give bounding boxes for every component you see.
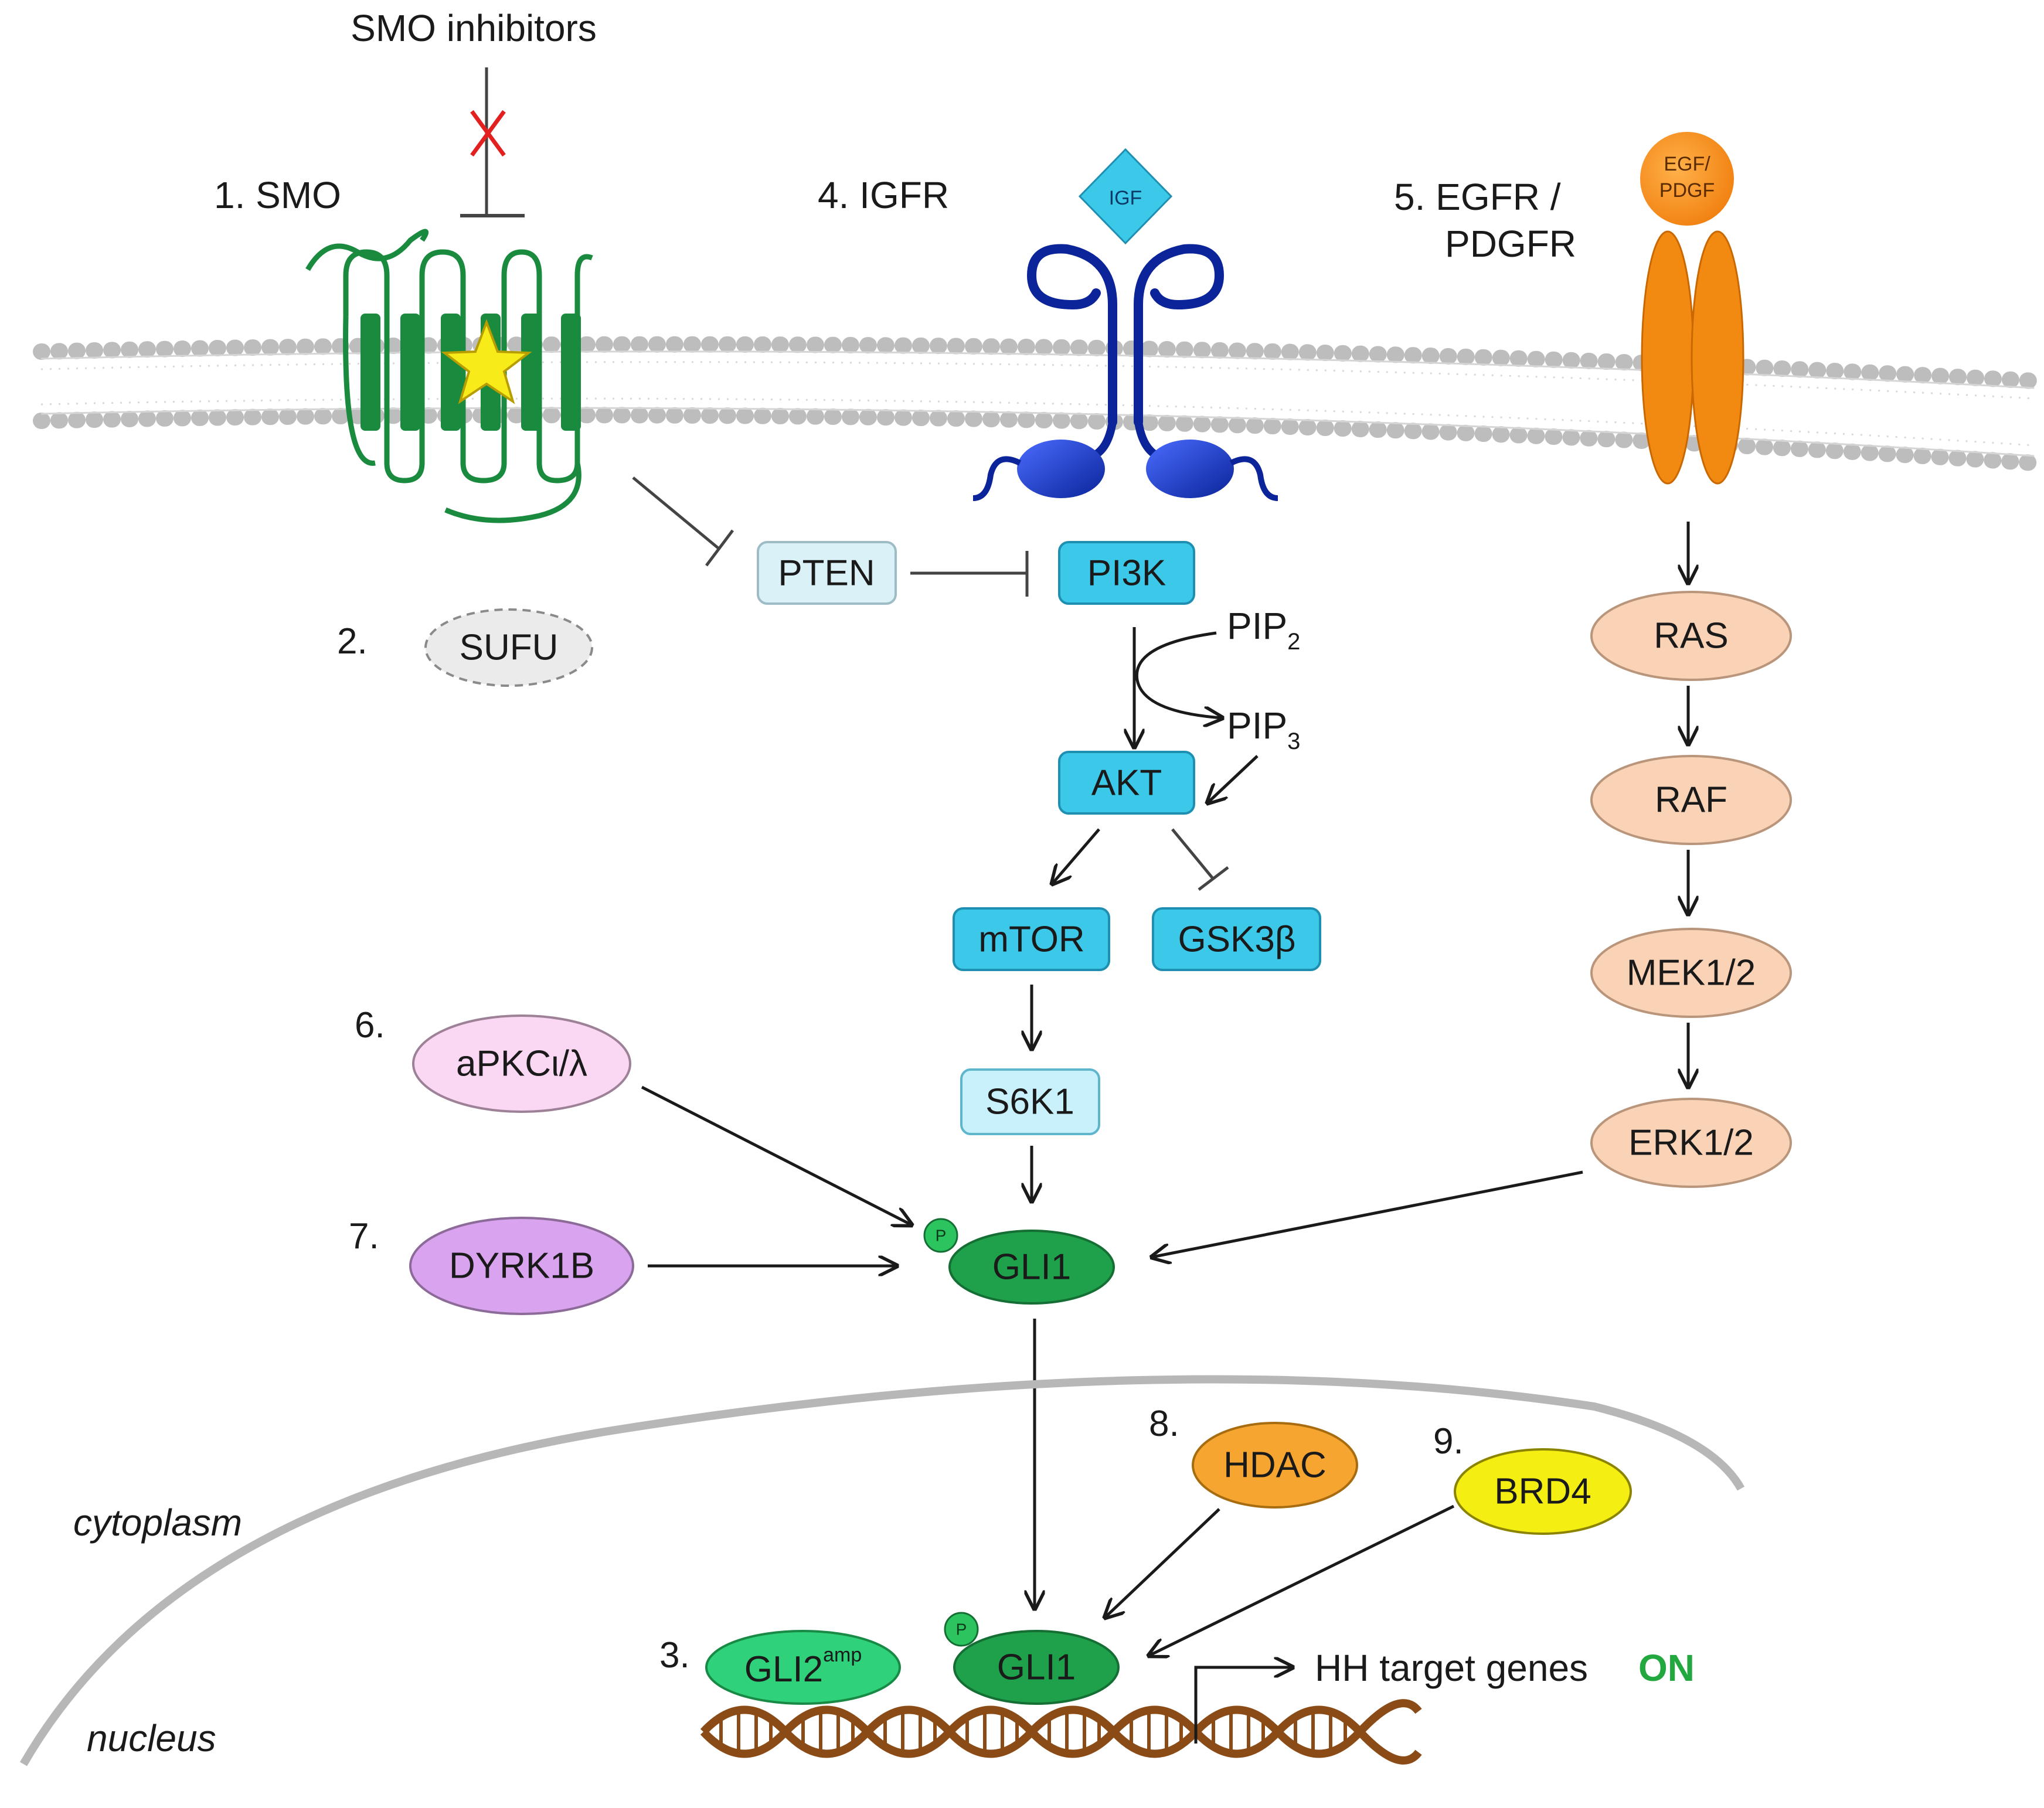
pip3-label: PIP3: [1227, 704, 1300, 754]
igfr-receptor-icon: [972, 244, 1278, 501]
pi3k-node: PI3K: [1058, 541, 1195, 605]
gli2-node: GLI2amp: [705, 1630, 901, 1705]
sufu-node: SUFU: [424, 608, 593, 687]
gli2-label: GLI2amp: [744, 1644, 862, 1690]
transcription-start-arrow: [1194, 1667, 1293, 1744]
pip-conversion: PIP2 PIP3: [1134, 605, 1300, 803]
apkc-to-gli1-arrow: [641, 1085, 912, 1225]
egf-label-2: PDGF: [1659, 179, 1715, 202]
phospho-label-nuclear: P: [956, 1620, 967, 1639]
smo-receptor-icon: [305, 229, 593, 523]
hdac-to-gli1-arrow: [1105, 1508, 1220, 1618]
nuclear-envelope: [19, 1375, 1745, 1766]
gli1-cyto-label: GLI1: [992, 1247, 1071, 1288]
ras-label: RAS: [1654, 616, 1728, 656]
phospho-icon-nuclear: [944, 1612, 979, 1647]
smo-inhibitors-label: SMO inhibitors: [351, 7, 597, 49]
number-2: 2.: [337, 621, 368, 662]
gsk3b-node: GSK3β: [1152, 907, 1321, 971]
egf-ligand: EGF/ PDGF: [1640, 132, 1734, 226]
pten-label: PTEN: [778, 553, 875, 594]
pi3k-label: PI3K: [1087, 553, 1166, 594]
igf-ligand: IGF: [1078, 148, 1173, 245]
number-3: 3.: [659, 1635, 690, 1676]
mek-node: MEK1/2: [1590, 928, 1792, 1018]
target-genes-on-label: ON: [1638, 1647, 1695, 1689]
akt-inhibits-gsk3b: [1171, 828, 1229, 891]
pten-node: PTEN: [757, 541, 897, 605]
number-6: 6.: [355, 1005, 385, 1046]
mek-label: MEK1/2: [1627, 953, 1756, 993]
s6k1-node: S6K1: [960, 1068, 1100, 1135]
number-9: 9.: [1433, 1421, 1464, 1462]
dna-helix-icon: [700, 1699, 1422, 1765]
dyrk1b-label: DYRK1B: [449, 1246, 594, 1286]
egfr-receptor-icon: [1641, 230, 1744, 485]
brd4-label: BRD4: [1494, 1472, 1591, 1512]
phospho-icon: [923, 1218, 958, 1253]
raf-label: RAF: [1655, 780, 1727, 820]
igfr-label: 4. IGFR: [818, 174, 949, 216]
hdac-node: HDAC: [1192, 1422, 1358, 1509]
smo-inhibits-pten: [632, 476, 734, 567]
mtor-label: mTOR: [978, 920, 1084, 960]
akt-node: AKT: [1058, 751, 1195, 815]
number-7: 7.: [349, 1216, 379, 1257]
igf-label: IGF: [1109, 187, 1142, 209]
mtor-node: mTOR: [953, 907, 1110, 971]
brd4-node: BRD4: [1454, 1448, 1632, 1535]
smo-inhibitor: SMO inhibitors: [351, 7, 597, 217]
egf-label-1: EGF/: [1664, 153, 1710, 175]
dyrk1b-node: DYRK1B: [409, 1217, 634, 1315]
ras-node: RAS: [1590, 591, 1792, 681]
erk-node: ERK1/2: [1590, 1098, 1792, 1188]
gli1-cytoplasm-node: GLI1 P: [923, 1218, 1115, 1305]
akt-label: AKT: [1091, 763, 1162, 803]
smo-label: 1. SMO: [214, 174, 341, 216]
cytoplasm-label: cytoplasm: [73, 1501, 242, 1544]
sufu-label: SUFU: [460, 628, 559, 668]
apkc-node: aPKCι/λ: [412, 1014, 631, 1113]
target-genes-label: HH target genes: [1315, 1647, 1588, 1689]
egfr-label-2: PDGFR: [1445, 223, 1576, 265]
erk-to-gli1-arrow: [1152, 1170, 1583, 1257]
erk-label: ERK1/2: [1628, 1123, 1754, 1163]
raf-node: RAF: [1590, 755, 1792, 845]
s6k1-label: S6K1: [985, 1082, 1074, 1122]
egfr-label-1: 5. EGFR /: [1394, 176, 1561, 218]
gli1-nucleus-node: GLI1 P: [944, 1612, 1120, 1705]
number-8: 8.: [1149, 1404, 1179, 1444]
inhibition-x-icon: [470, 110, 506, 157]
hdac-label: HDAC: [1223, 1445, 1327, 1486]
apkc-label: aPKCι/λ: [456, 1044, 587, 1084]
gli1-nuc-label: GLI1: [997, 1647, 1076, 1688]
pip2-label: PIP2: [1227, 605, 1300, 655]
star-icon: [441, 319, 532, 404]
nucleus-label: nucleus: [87, 1717, 216, 1759]
gsk3b-label: GSK3β: [1178, 920, 1295, 960]
phospho-label: P: [936, 1227, 947, 1245]
pten-inhibits-pi3k: [910, 551, 1029, 597]
akt-to-mtor-arrow: [1052, 828, 1100, 884]
brd4-to-gli1-arrow: [1149, 1504, 1455, 1656]
